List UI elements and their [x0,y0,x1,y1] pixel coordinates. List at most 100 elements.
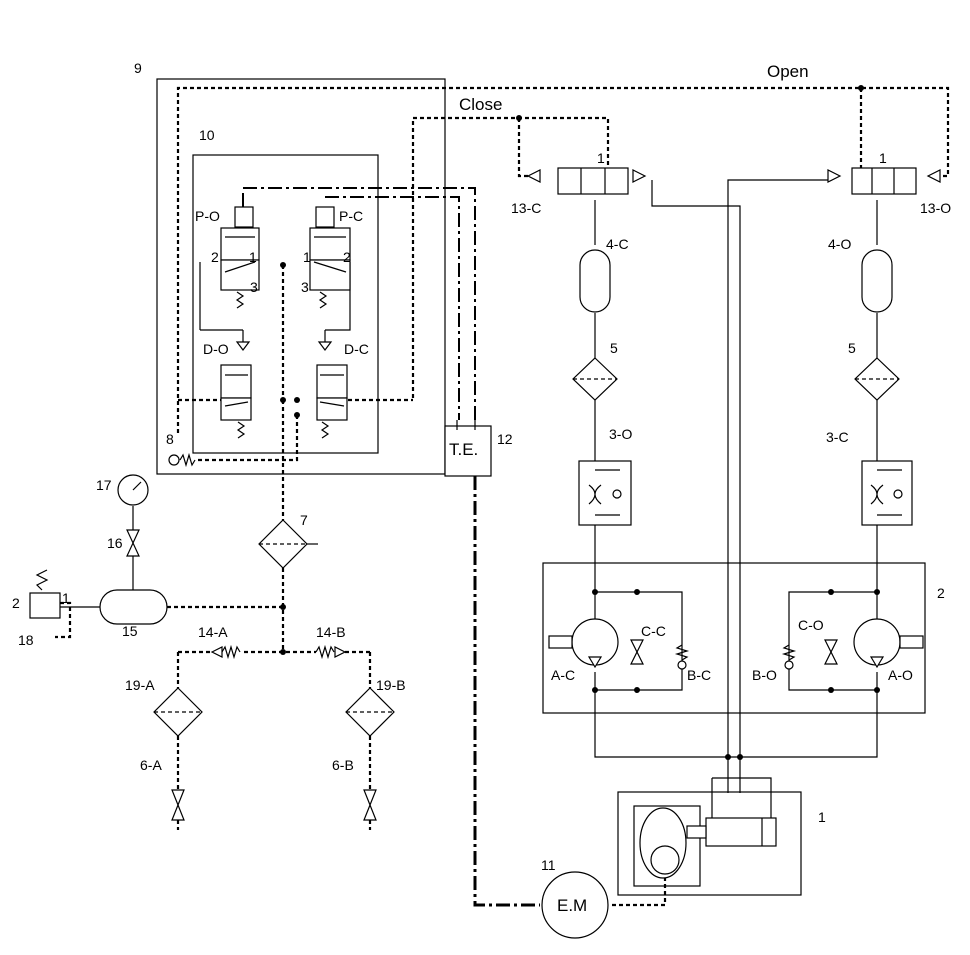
valve-18-exhaust [55,601,72,639]
check-valve-co [824,639,838,665]
accumulator-4o [861,249,893,313]
pump-motor-unit [639,807,687,879]
return-line-o [727,179,828,793]
label-4o: 4-O [828,236,851,252]
filter-19b-icon [345,687,395,737]
label-co: C-O [798,617,824,633]
label-4c: 4-C [606,236,629,252]
relief-valve-bc [674,644,690,670]
valve-18-icon [29,569,61,619]
label-6b: 6-B [332,757,354,773]
label-12: 12 [497,431,513,447]
te-to-em-wire [473,476,540,907]
filter-19a-icon [153,687,203,737]
port-pc-3: 3 [301,279,309,295]
port-13c-1: 1 [597,150,605,166]
line-to-check-8 [195,415,299,462]
label-5-close: 5 [610,340,618,356]
label-14b: 14-B [316,624,346,640]
close-pilot-branch [517,118,540,178]
label-ao: A-O [888,667,913,683]
pilot-valve-pc [309,206,351,309]
box-10 [192,154,379,454]
label-14a: 14-A [198,624,228,640]
filter-5-close-icon [572,357,618,401]
label-8: 8 [166,431,174,447]
flow-control-3o [578,460,632,526]
label-11: 11 [541,857,556,873]
em-coupling-line [612,870,667,907]
relief-valve-bo [781,644,797,670]
label-6a: 6-A [140,757,162,773]
label-bo: B-O [752,667,777,683]
actuator-cylinder [686,817,777,847]
label-do: D-O [203,341,229,357]
label-13o: 13-O [920,200,951,216]
label-po: P-O [195,208,220,224]
port-13o-1: 1 [879,150,887,166]
check-valve-14a [210,644,241,660]
label-open: Open [767,62,809,81]
label-13c: 13-C [511,200,541,216]
label-18: 18 [18,632,34,648]
port-pc-1: 1 [303,249,311,265]
pump-return-line [594,672,878,758]
box-9 [156,78,446,475]
port-po-2: 2 [211,249,219,265]
te-label: T.E. [449,440,478,459]
em-label: E.M [557,896,587,915]
label-19a: 19-A [125,677,155,693]
open-pilot-line [176,86,950,433]
pump-ac-icon [548,618,619,669]
label-close: Close [459,95,502,114]
port-18-2: 2 [12,595,20,611]
valve-6a-icon [171,789,185,821]
label-5-open: 5 [848,340,856,356]
label-10: 10 [199,127,215,143]
pump-unit-inner-box [633,805,701,887]
valve-13o-icon [827,167,941,195]
close-pilot-line [411,116,610,398]
check-valve-14b [315,644,347,660]
check-valve-8 [168,452,196,468]
solenoid-po-wire-2 [243,187,476,420]
label-2: 2 [937,585,945,601]
valve-6b-icon [363,789,377,821]
label-pc: P-C [339,208,363,224]
label-15: 15 [122,623,138,639]
label-19b: 19-B [376,677,406,693]
junction-dots [280,85,880,760]
return-line-c [651,180,741,793]
tank-15 [99,589,168,625]
port-pc-2: 2 [343,249,351,265]
box-1 [617,791,802,896]
label-17: 17 [96,477,112,493]
label-3c: 3-C [826,429,849,445]
flow-control-3c [861,460,913,526]
port-po-1: 1 [249,249,257,265]
accumulator-4c [579,249,611,313]
solenoid-pc-wire [325,196,460,420]
filter-7-icon [258,519,318,569]
label-16: 16 [107,535,123,551]
port-18-1: 1 [62,590,70,606]
electric-motor-icon [541,871,609,939]
label-bc: B-C [687,667,711,683]
directional-valve-do [220,341,252,439]
filter-5-open-icon [854,357,900,401]
label-cc: C-C [641,623,666,639]
pump-ao-icon [853,618,924,669]
label-ac: A-C [551,667,575,683]
label-3o: 3-O [609,426,632,442]
check-valve-cc [630,639,644,665]
label-dc: D-C [344,341,369,357]
directional-valve-dc [316,341,348,439]
te-box [444,425,492,477]
te-arrows [456,420,476,430]
pilot-valve-po [220,206,260,309]
box-2 [542,562,926,714]
actuator-lines [711,777,772,822]
label-9: 9 [134,60,142,76]
port-po-3: 3 [250,279,258,295]
